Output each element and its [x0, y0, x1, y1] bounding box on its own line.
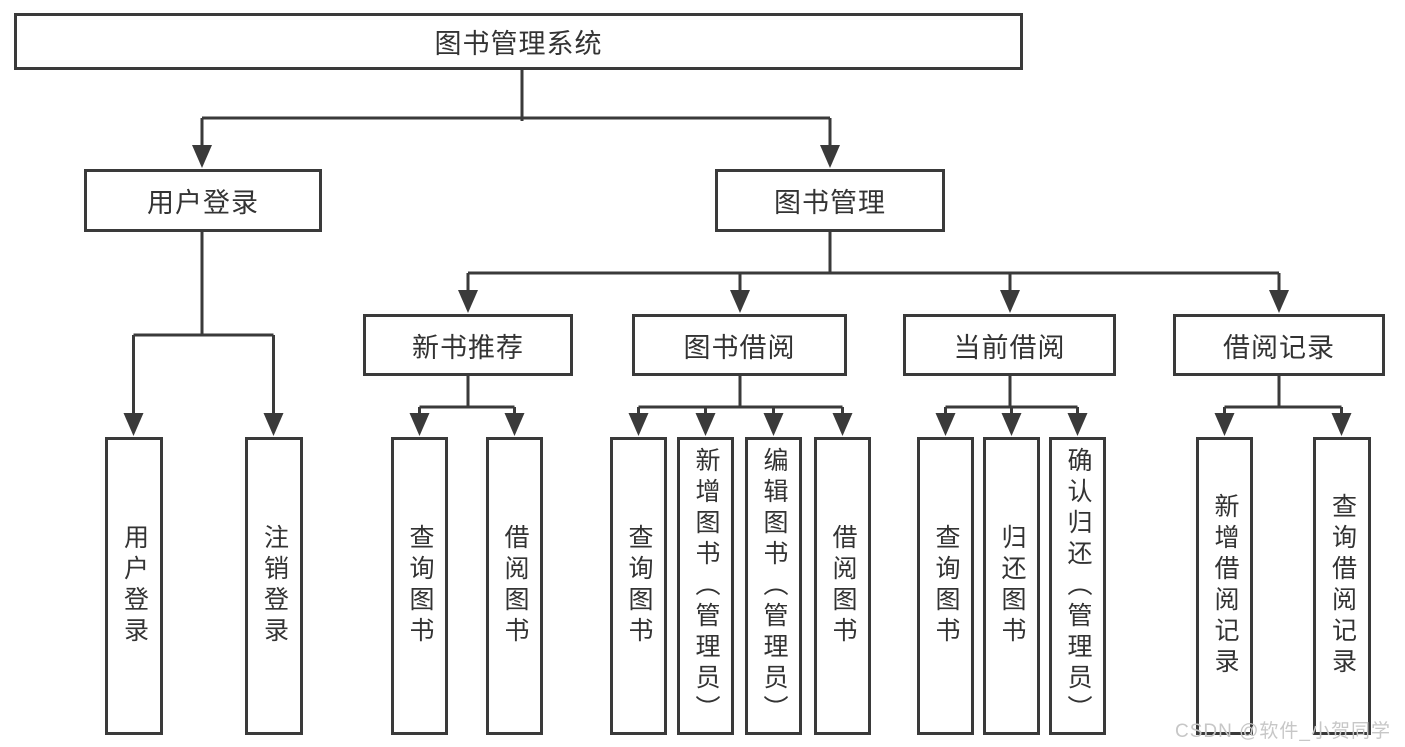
- node-label: 借阅图书: [829, 524, 857, 648]
- node-label: 当前借阅: [953, 332, 1066, 363]
- arrow-down-icon: [1331, 413, 1352, 436]
- node-label: 查询图书: [932, 524, 960, 648]
- node-label: 归还图书: [998, 524, 1026, 648]
- node-label: 借阅记录: [1223, 332, 1335, 363]
- leaf-logout: 注销登录: [245, 437, 303, 735]
- leaf-query-books-recommend: 查询图书: [391, 437, 448, 735]
- node-label: 查询借阅记录: [1328, 493, 1357, 679]
- arrow-down-icon: [832, 413, 853, 436]
- node-book-management: 图书管理: [715, 169, 945, 232]
- node-label: 查询图书: [625, 524, 653, 648]
- node-label: 借阅图书: [501, 524, 529, 648]
- arrow-down-icon: [1067, 413, 1088, 436]
- arrow-down-icon: [409, 413, 430, 436]
- arrow-down-icon: [1001, 413, 1022, 436]
- node-library-system: 图书管理系统: [14, 13, 1023, 70]
- leaf-borrow-books: 借阅图书: [814, 437, 871, 735]
- arrow-down-icon: [263, 413, 284, 436]
- node-current-borrowing: 当前借阅: [903, 314, 1116, 376]
- node-label: 新增借阅记录: [1211, 493, 1239, 679]
- arrow-down-icon: [628, 413, 649, 436]
- arrow-down-icon: [192, 145, 212, 168]
- leaf-query-books-current: 查询图书: [917, 437, 974, 735]
- leaf-add-borrow-record: 新增借阅记录: [1196, 437, 1253, 735]
- arrow-down-icon: [1214, 413, 1235, 436]
- node-new-book-recommend: 新书推荐: [363, 314, 573, 376]
- leaf-user-login: 用户登录: [105, 437, 163, 735]
- node-borrow-records: 借阅记录: [1173, 314, 1385, 376]
- arrow-down-icon: [820, 145, 840, 168]
- node-label: 查询图书: [406, 524, 434, 648]
- leaf-borrow-books-recommend: 借阅图书: [486, 437, 543, 735]
- arrow-down-icon: [458, 290, 478, 313]
- leaf-add-book-admin: 新增图书（管理员）: [677, 437, 734, 735]
- arrow-down-icon: [935, 413, 956, 436]
- node-label: 图书管理: [774, 188, 886, 218]
- node-label: 图书借阅: [683, 332, 796, 363]
- leaf-return-books: 归还图书: [983, 437, 1040, 735]
- arrow-down-icon: [1000, 290, 1020, 313]
- node-book-borrowing: 图书借阅: [632, 314, 847, 376]
- arrow-down-icon: [763, 413, 784, 436]
- leaf-query-borrow-record: 查询借阅记录: [1313, 437, 1371, 735]
- node-label: 新增图书（管理员）: [692, 446, 720, 726]
- node-user-login: 用户登录: [84, 169, 322, 232]
- csdn-watermark: CSDN @软件_小贺同学: [1175, 721, 1391, 742]
- node-label: 用户登录: [147, 188, 259, 218]
- arrow-down-icon: [695, 413, 716, 436]
- node-label: 注销登录: [260, 524, 289, 648]
- arrow-down-icon: [730, 290, 750, 313]
- node-label: 用户登录: [120, 524, 149, 648]
- arrow-down-icon: [504, 413, 525, 436]
- arrow-down-icon: [123, 413, 144, 436]
- leaf-edit-book-admin: 编辑图书（管理员）: [745, 437, 802, 735]
- leaf-query-books-borrow: 查询图书: [610, 437, 667, 735]
- leaf-confirm-return-admin: 确认归还（管理员）: [1049, 437, 1106, 735]
- node-label: 新书推荐: [412, 332, 524, 363]
- node-label: 图书管理系统: [434, 29, 603, 59]
- arrow-down-icon: [1269, 290, 1289, 313]
- node-label: 确认归还（管理员）: [1064, 446, 1092, 726]
- node-label: 编辑图书（管理员）: [760, 446, 788, 726]
